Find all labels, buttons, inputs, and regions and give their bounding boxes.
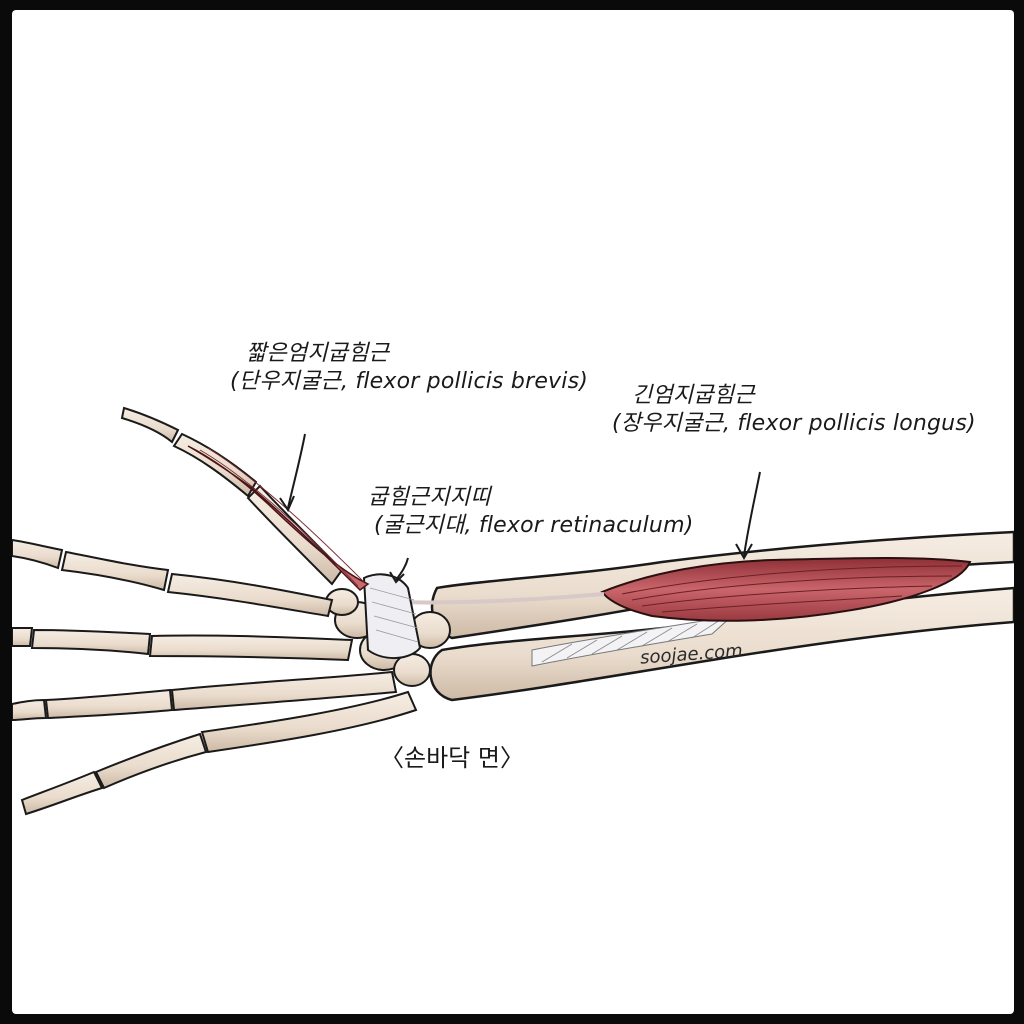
fpl-latin-name: (장우지굴근, flexor pollicis longus) <box>612 411 976 436</box>
label-flexor-retinaculum: 굽힘근지지띠 (굴근지대, flexor retinaculum) <box>366 484 694 540</box>
fpl-korean-name: 긴엄지굽힘근 <box>632 383 755 408</box>
retinaculum-latin-name: (굴근지대, flexor retinaculum) <box>374 513 694 538</box>
thumb-proximal-phalanx <box>172 432 258 498</box>
fpb-korean-name: 짧은엄지굽힘근 <box>246 341 390 366</box>
middle-finger-bones <box>12 627 354 662</box>
muscle-fibers <box>621 565 963 613</box>
retinaculum-korean-name: 굽힘근지지띠 <box>368 485 491 510</box>
fpb-pointer-arrowhead <box>279 495 295 513</box>
retinaculum-pointer <box>395 557 409 581</box>
flexor-pollicis-brevis-muscle <box>187 445 370 591</box>
thumb-metacarpal <box>246 484 344 586</box>
little-finger-bones <box>20 690 418 816</box>
fpl-tendon <box>401 592 605 605</box>
retinaculum-pointer-arrowhead <box>389 571 405 584</box>
flexor-pollicis-longus-muscle <box>600 557 972 622</box>
thumb-distal-phalanx <box>120 406 180 444</box>
view-caption: 〈손바닥 면〉 <box>380 744 524 772</box>
forearm-hand-illustration <box>12 406 1014 816</box>
fpl-pointer-arrowhead <box>735 543 753 561</box>
membrane-hatching <box>541 619 721 663</box>
index-finger-bones <box>12 538 334 618</box>
fpb-pointer <box>287 433 306 509</box>
ring-finger-bones <box>12 670 398 722</box>
illustration-canvas: 짧은엄지굽힘근 (단우지굴근, flexor pollicis brevis) … <box>12 10 1014 1014</box>
flexor-retinaculum <box>362 573 422 659</box>
retinaculum-fibers <box>369 587 419 643</box>
fpb-latin-name: (단우지굴근, flexor pollicis brevis) <box>230 369 589 394</box>
fpb-fibers <box>199 447 365 587</box>
label-flexor-pollicis-longus: 긴엄지굽힘근 (장우지굴근, flexor pollicis longus) <box>612 382 976 438</box>
fpl-pointer <box>743 471 761 557</box>
label-flexor-pollicis-brevis: 짧은엄지굽힘근 (단우지굴근, flexor pollicis brevis) <box>230 340 588 396</box>
pointer-lines <box>279 433 761 584</box>
